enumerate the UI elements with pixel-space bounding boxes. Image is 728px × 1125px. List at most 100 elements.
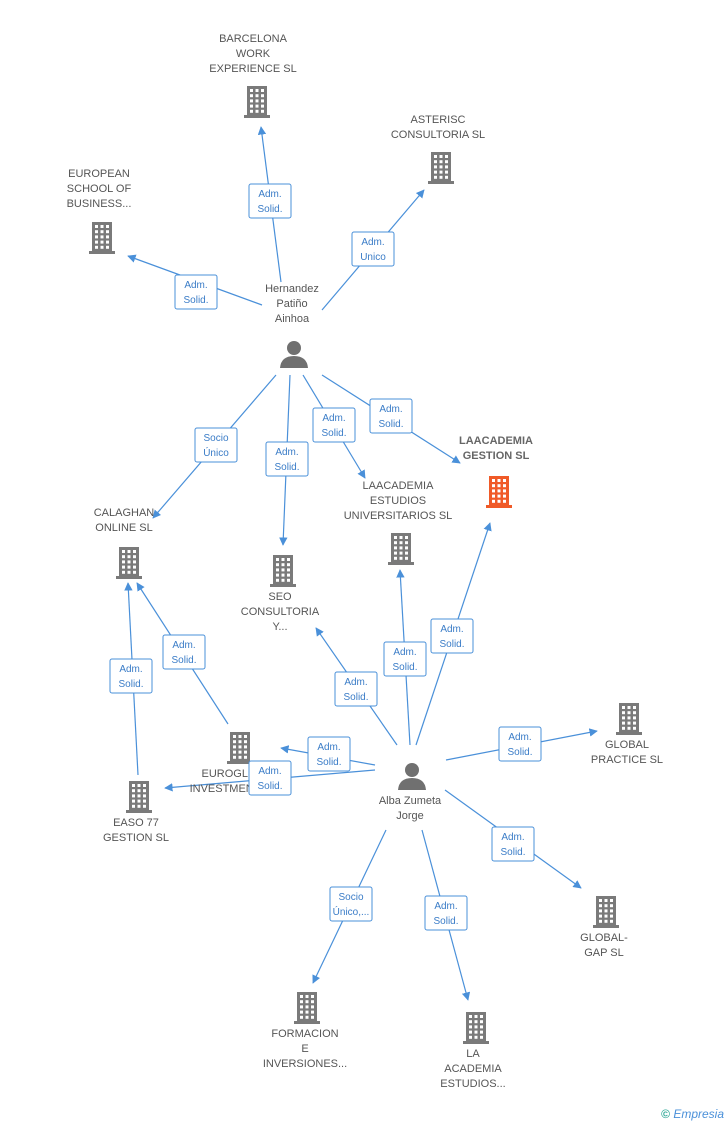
edge-label-box [174,274,218,310]
edge-label-easo-calaghan[interactable]: Adm. Solid. [109,658,153,694]
edge-label-hernandez-asterisc[interactable]: Adm.Unico [351,231,395,267]
edge-label-hernandez-laacademia_estudios[interactable]: Adm.Solid. [312,407,356,443]
node-label: ONLINE SL [95,522,152,534]
edge-label-text: Solid. [118,679,143,690]
edge-label-text: Solid. [257,781,282,792]
edge-label-alba-euroglobal[interactable]: Adm.Solid. [307,736,351,772]
edge-label-text: Único,... [333,905,370,918]
edge-label-alba-formacion[interactable]: SocioÚnico,... [329,886,373,922]
node-label: ESTUDIOS [370,495,426,507]
node-label: CONSULTORIA SL [391,129,485,141]
node-label: LA [466,1048,480,1060]
edge-label-box [248,760,292,796]
edge-label-text: Adm. [393,647,416,658]
edge-label-text: Adm. [172,640,195,651]
node-label: GAP SL [584,947,624,959]
node-label: ESTUDIOS... [440,1078,505,1090]
edge-label-hernandez-european[interactable]: Adm.Solid. [174,274,218,310]
building-icon [116,547,142,579]
person-icon [398,763,426,790]
edge-label-alba-global_gap[interactable]: Adm.Solid. [491,826,535,862]
node-formacion[interactable]: FORMACIONEINVERSIONES... [263,992,347,1070]
building-icon [593,896,619,928]
edge-label-box [351,231,395,267]
node-label: BUSINESS... [67,198,132,210]
edge-label-box [424,895,468,931]
node-label: CONSULTORIA [241,606,320,618]
edge-label-text: Solid. [507,747,532,758]
brand-logo-text[interactable]: Empresia [673,1107,724,1121]
edge-label-text: Solid. [433,916,458,927]
edge-label-box [498,726,542,762]
edge-label-box [491,826,535,862]
building-icon [388,533,414,565]
copyright-symbol: © [661,1107,670,1121]
edge-label-text: Solid. [321,428,346,439]
node-label: GESTION SL [463,450,530,462]
node-label: LAACADEMIA [459,435,533,447]
node-label: CALAGHAN [94,507,155,519]
edge-label-box [383,641,427,677]
node-label: EXPERIENCE SL [209,63,296,75]
edge-label-text: Adm. [379,404,402,415]
edge-label-text: Adm. [440,624,463,635]
building-icon [270,555,296,587]
node-label: INVERSIONES... [263,1058,347,1070]
node-label: SEO [268,591,292,603]
edge-label-euroglobal-calaghan[interactable]: Adm. Solid. [162,634,206,670]
edge-label-alba-global_practice[interactable]: Adm.Solid. [498,726,542,762]
edge-label-text: Solid. [378,419,403,430]
node-label: E [301,1043,308,1055]
node-seo[interactable]: SEO CONSULTORIA Y... [241,555,320,633]
edge-label-box [162,634,206,670]
node-global_gap[interactable]: GLOBAL-GAP SL [580,896,628,959]
edge-label-text: Adm. [119,664,142,675]
edge-label-box [369,398,413,434]
node-label: BARCELONA [219,33,288,45]
edge-label-alba-laacademia_estudios[interactable]: Adm.Solid. [383,641,427,677]
building-icon [126,781,152,813]
edge-label-hernandez-seo[interactable]: Adm.Solid. [265,441,309,477]
edge-label-alba-easo[interactable]: Adm.Solid. [248,760,292,796]
node-label: ASTERISC [410,114,465,126]
node-label: Jorge [396,810,424,822]
edge-label-box [248,183,292,219]
node-calaghan[interactable]: CALAGHAN ONLINE SL [94,507,155,579]
node-asterisc[interactable]: ASTERISC CONSULTORIA SL [391,114,485,184]
node-la_academia[interactable]: LA ACADEMIA ESTUDIOS... [440,1012,506,1090]
node-barcelona[interactable]: BARCELONA WORK EXPERIENCE SL [209,33,297,118]
edge-label-box [312,407,356,443]
node-laacademia_gestion[interactable]: LAACADEMIA GESTION SL [459,435,533,508]
node-label: Y... [272,621,287,633]
node-label: SCHOOL OF [67,183,132,195]
edge-label-box [329,886,373,922]
edge-label-text: Solid. [439,639,464,650]
building-icon [227,732,253,764]
edge-label-alba-laacademia_gestion[interactable]: Adm. Solid. [430,618,474,654]
edge-label-text: Solid. [274,462,299,473]
edge-label-hernandez-barcelona[interactable]: Adm.Solid. [248,183,292,219]
edge-label-text: Solid. [171,655,196,666]
edge-label-hernandez-laacademia_gestion[interactable]: Adm. Solid. [369,398,413,434]
edge-label-text: Adm. [317,742,340,753]
node-label: Patiño [276,298,307,310]
building-icon [486,476,512,508]
edge-label-text: Adm. [361,237,384,248]
edge-label-text: Socio [338,892,363,903]
edge-label-alba-la_academia[interactable]: Adm. Solid. [424,895,468,931]
building-icon [428,152,454,184]
node-label: LAACADEMIA [363,480,435,492]
edge-label-text: Solid. [257,204,282,215]
edge-label-text: Adm. [434,901,457,912]
node-label: Ainhoa [275,313,310,325]
edge-label-alba-seo[interactable]: Adm.Solid. [334,671,378,707]
node-label: ACADEMIA [444,1063,502,1075]
node-label: WORK [236,48,271,60]
